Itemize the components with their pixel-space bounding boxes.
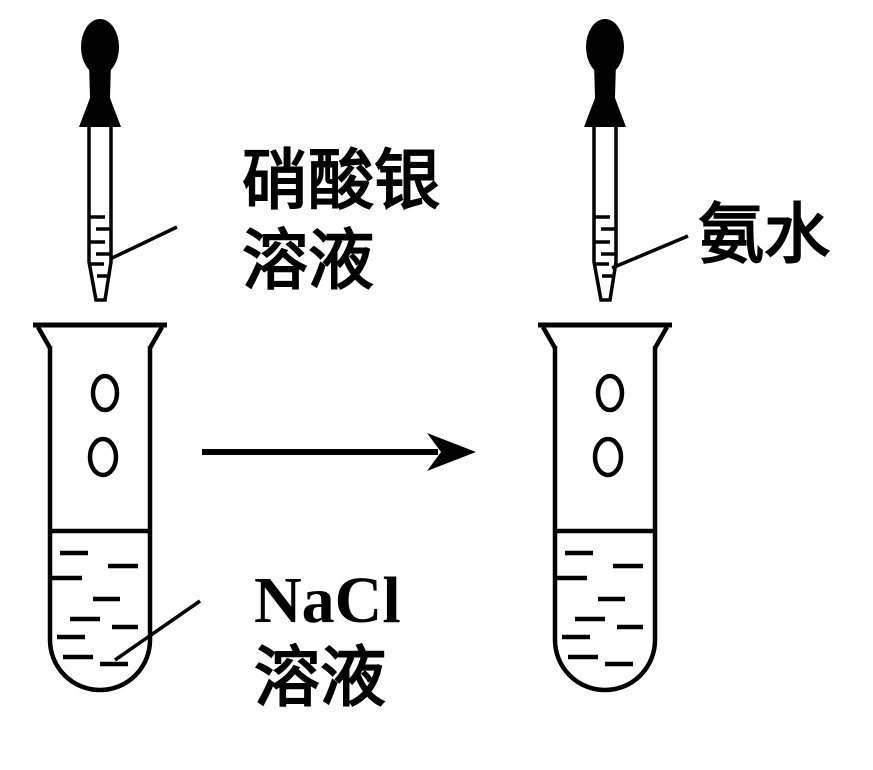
ammonia-label: 氨水	[698, 199, 830, 272]
nacl-label-line2: 溶液	[254, 642, 386, 715]
test-tube-icon-right	[538, 325, 672, 690]
test-tube-icon-left	[33, 325, 167, 690]
leader-line-ammonia	[611, 234, 689, 270]
right-arrow-icon	[202, 433, 476, 471]
dropper-icon-right	[582, 17, 628, 302]
silver-nitrate-label-line1: 硝酸银	[242, 145, 440, 218]
silver-nitrate-label-line2: 溶液	[242, 225, 374, 298]
nacl-label-line1: NaCl	[254, 564, 401, 637]
leader-line-silver-nitrate	[109, 225, 178, 261]
leader-line-nacl	[114, 599, 201, 662]
